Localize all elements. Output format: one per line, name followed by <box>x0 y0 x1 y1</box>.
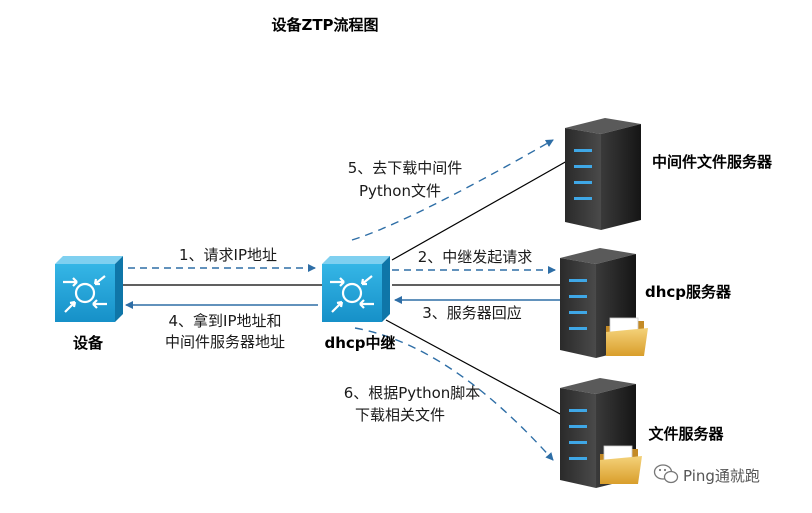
step-1-label: 1、请求IP地址 <box>179 246 277 264</box>
middleware-server-icon <box>565 118 641 230</box>
physical-links <box>121 147 591 416</box>
dhcp-server-label: dhcp服务器 <box>645 283 732 301</box>
step-2-label: 2、中继发起请求 <box>418 248 533 266</box>
flow-arrows <box>125 139 560 461</box>
file-server-label: 文件服务器 <box>648 425 724 443</box>
step-4-label-line-1: 4、拿到IP地址和 <box>168 312 281 330</box>
dhcp-folder-icon <box>606 317 648 356</box>
device-switch-icon <box>55 256 123 322</box>
wechat-icon <box>653 464 679 484</box>
step-5-label-line-2: Python文件 <box>359 182 441 200</box>
step-5-label-line-1: 5、去下载中间件 <box>348 159 463 177</box>
step-3-label: 3、服务器回应 <box>422 304 522 322</box>
relay-label: dhcp中继 <box>324 334 395 352</box>
relay-switch-icon <box>322 256 390 322</box>
file-folder-icon <box>600 445 642 484</box>
step-6-label-line-2: 下载相关文件 <box>355 406 445 424</box>
device-label: 设备 <box>73 334 104 352</box>
arrow-step-5 <box>351 139 554 241</box>
middleware-server-label: 中间件文件服务器 <box>652 153 773 171</box>
step-4-label-line-2: 中间件服务器地址 <box>165 333 285 351</box>
link-relay-file <box>385 319 563 416</box>
page-title: 设备ZTP流程图 <box>271 16 378 34</box>
step-6-label-line-1: 6、根据Python脚本 <box>344 384 481 402</box>
watermark-text: Ping通就跑 <box>683 467 760 485</box>
link-relay-middleware <box>391 147 591 261</box>
